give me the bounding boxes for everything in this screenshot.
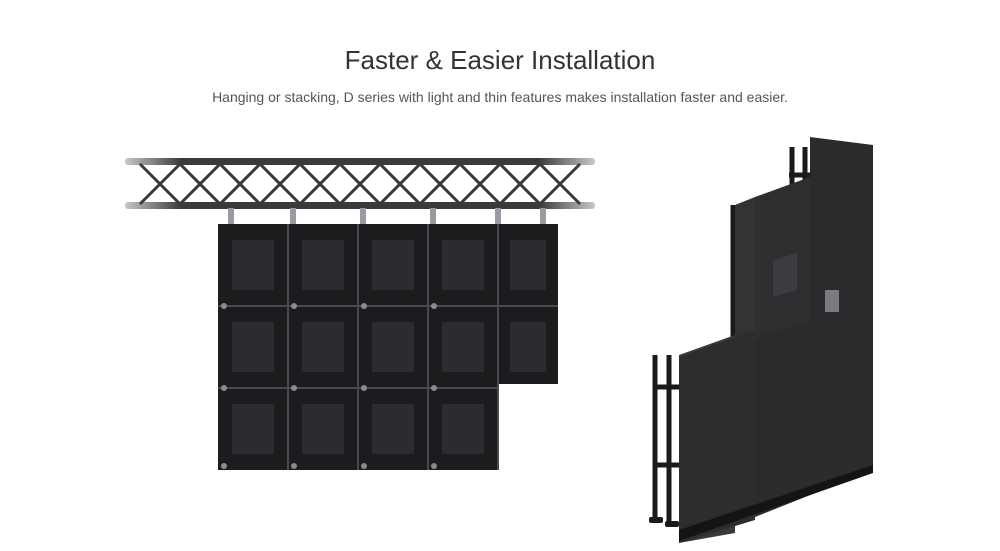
- section-title: Faster & Easier Installation: [344, 45, 656, 76]
- led-cabinet-grid-icon: [218, 224, 558, 470]
- ground-feet-icon: [649, 517, 679, 527]
- hanging-installation-image: [125, 158, 595, 470]
- truss-icon: [125, 158, 595, 209]
- stacking-installation-image: [649, 137, 873, 543]
- hanging-clamps-icon: [228, 208, 546, 226]
- section-description: Hanging or stacking, D series with light…: [212, 89, 788, 105]
- led-wall-stepped-icon: [679, 137, 873, 543]
